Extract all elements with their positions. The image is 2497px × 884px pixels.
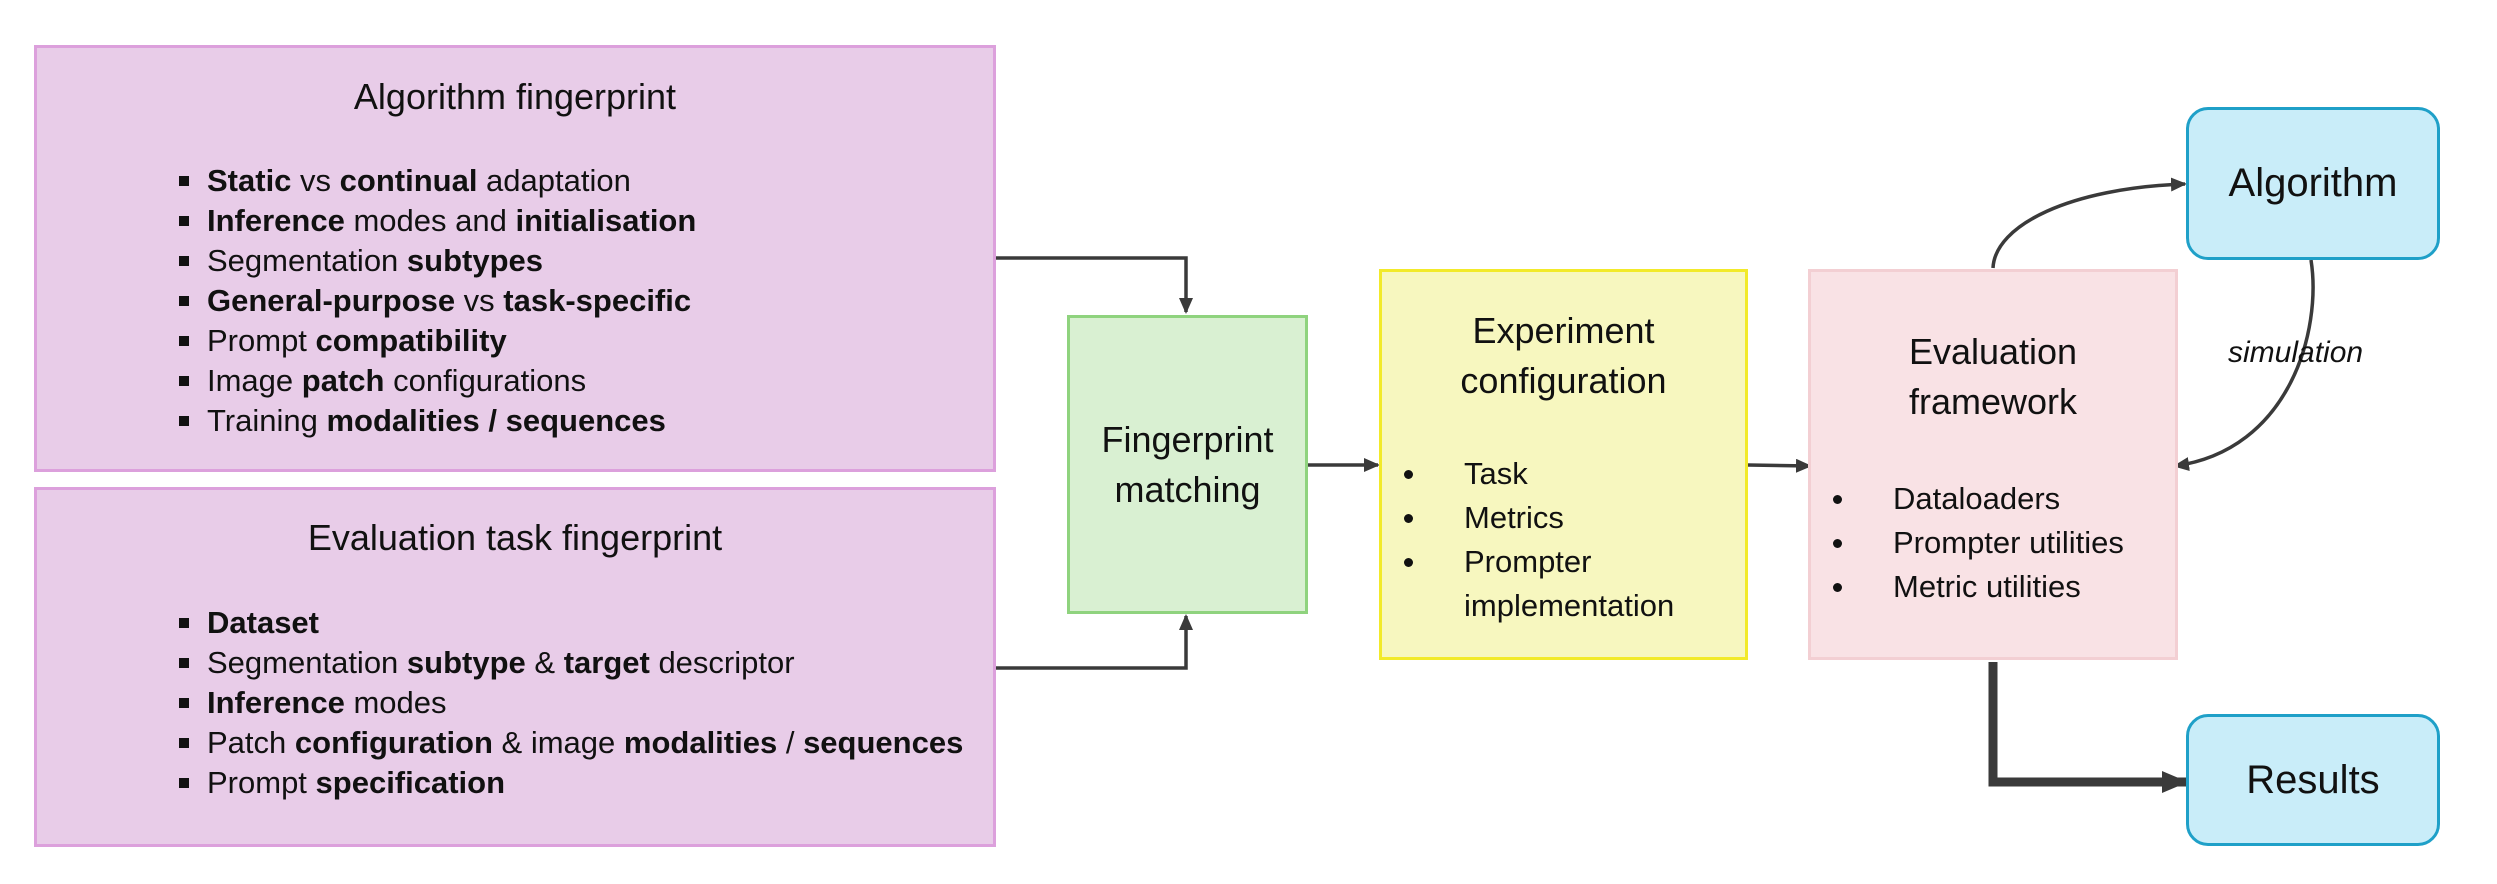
- list-item: Prompter utilities: [1831, 521, 2124, 565]
- text-fragment: & image: [492, 725, 624, 760]
- arrow-algorithm-to-matching: [995, 256, 1193, 314]
- list-item: Inference modes and initialisation: [175, 201, 696, 241]
- algorithm-node: Algorithm: [2186, 107, 2440, 260]
- list-item: Prompt specification: [175, 763, 963, 803]
- bullet-icon: [179, 778, 189, 788]
- text-fragment: descriptor: [649, 645, 795, 680]
- text-fragment: Prompt: [207, 765, 316, 800]
- text-fragment: modes: [344, 685, 447, 720]
- bullet-icon: [179, 176, 189, 186]
- bold-term: continual: [339, 163, 478, 198]
- bullet-icon: [179, 376, 189, 386]
- bold-term: Dataset: [207, 605, 319, 640]
- bold-term: target: [563, 645, 650, 680]
- bullet-icon: [179, 618, 189, 628]
- list-item: Task: [1402, 452, 1674, 496]
- algorithm-node-label: Algorithm: [2228, 161, 2398, 205]
- text-fragment: Image: [207, 363, 302, 398]
- results-node: Results: [2186, 714, 2440, 846]
- experiment-configuration-list: Task Metrics Prompter implementation: [1402, 452, 1674, 628]
- bold-term: configuration: [294, 725, 493, 760]
- text-fragment: Segmentation: [207, 243, 407, 278]
- algorithm-fingerprint-box: Algorithm fingerprint Static vs continua…: [34, 45, 996, 472]
- text-fragment: /: [777, 725, 804, 760]
- list-item: Segmentation subtypes: [175, 241, 696, 281]
- list-item: Prompt compatibility: [175, 321, 696, 361]
- bold-term: General-purpose: [207, 283, 456, 318]
- results-node-label: Results: [2246, 758, 2380, 802]
- text-fragment: vs: [455, 283, 504, 318]
- bold-term: initialisation: [515, 203, 697, 238]
- bullet-icon: [179, 698, 189, 708]
- evaluation-framework-box: Evaluation framework Dataloaders Prompte…: [1808, 269, 2178, 660]
- algorithm-fingerprint-title: Algorithm fingerprint: [353, 76, 677, 117]
- evaluation-task-fingerprint-title: Evaluation task fingerprint: [307, 517, 723, 558]
- bold-term: Inference: [207, 685, 345, 720]
- bullet-icon: [179, 738, 189, 748]
- experiment-configuration-box: Experiment configuration Task Metrics Pr…: [1379, 269, 1748, 660]
- bold-term: Static: [207, 163, 292, 198]
- list-item: Segmentation subtype & target descriptor: [175, 643, 963, 683]
- evaluation-framework-title-line2: framework: [1908, 381, 2078, 422]
- bold-term: patch: [301, 363, 385, 398]
- text-fragment: Training: [207, 403, 327, 438]
- list-item: Dataset: [175, 603, 963, 643]
- bullet-icon: [179, 216, 189, 226]
- text-fragment: &: [525, 645, 564, 680]
- bold-term: subtype: [406, 645, 526, 680]
- text-fragment: vs: [291, 163, 340, 198]
- list-item: Training modalities / sequences: [175, 401, 696, 441]
- text-fragment: Prompt: [207, 323, 316, 358]
- arrow-algorithm-to-framework: [2173, 259, 2315, 471]
- evaluation-framework-title-line1: Evaluation: [1908, 331, 2078, 372]
- bullet-icon: [179, 336, 189, 346]
- text-fragment: adaptation: [477, 163, 631, 198]
- bold-term: compatibility: [315, 323, 507, 358]
- arrow-experiment-to-framework: [1747, 458, 1812, 473]
- list-item: Patch configuration & image modalities /…: [175, 723, 963, 763]
- simulation-label: simulation: [2228, 336, 2364, 369]
- list-item: Image patch configurations: [175, 361, 696, 401]
- bold-term: sequences: [803, 725, 964, 760]
- list-item: Dataloaders: [1831, 477, 2124, 521]
- list-item: Metric utilities: [1831, 565, 2124, 609]
- arrow-framework-to-algorithm: [1991, 177, 2187, 269]
- fingerprint-matching-label-line1: Fingerprint: [1101, 419, 1274, 460]
- text-fragment: configurations: [384, 363, 587, 398]
- list-item: General-purpose vs task-specific: [175, 281, 696, 321]
- text-fragment: Segmentation: [207, 645, 407, 680]
- bullet-icon: [179, 416, 189, 426]
- text-fragment: modes and: [344, 203, 516, 238]
- experiment-configuration-title-line2: configuration: [1460, 360, 1667, 401]
- bullet-icon: [179, 296, 189, 306]
- list-item: Metrics: [1402, 496, 1674, 540]
- bold-term: task-specific: [503, 283, 692, 318]
- fingerprint-matching-box: Fingerprint matching: [1067, 315, 1308, 614]
- bold-term: Inference: [207, 203, 345, 238]
- bold-term: subtypes: [406, 243, 544, 278]
- list-item: Prompter: [1402, 540, 1674, 584]
- bullet-icon: [179, 658, 189, 668]
- list-item-continuation: implementation: [1464, 588, 1675, 623]
- bold-term: specification: [315, 765, 506, 800]
- list-item: Inference modes: [175, 683, 963, 723]
- fingerprint-matching-label-line2: matching: [1114, 469, 1261, 510]
- bold-term: modalities / sequences: [326, 403, 666, 438]
- bullet-icon: [179, 256, 189, 266]
- evaluation-framework-list: Dataloaders Prompter utilities Metric ut…: [1831, 477, 2124, 609]
- experiment-configuration-title-line1: Experiment: [1472, 310, 1655, 351]
- text-fragment: Patch: [207, 725, 295, 760]
- arrow-framework-to-results: [1988, 662, 2188, 793]
- list-item: Static vs continual adaptation: [175, 161, 696, 201]
- arrow-task-to-matching: [995, 614, 1193, 670]
- bold-term: modalities: [623, 725, 778, 760]
